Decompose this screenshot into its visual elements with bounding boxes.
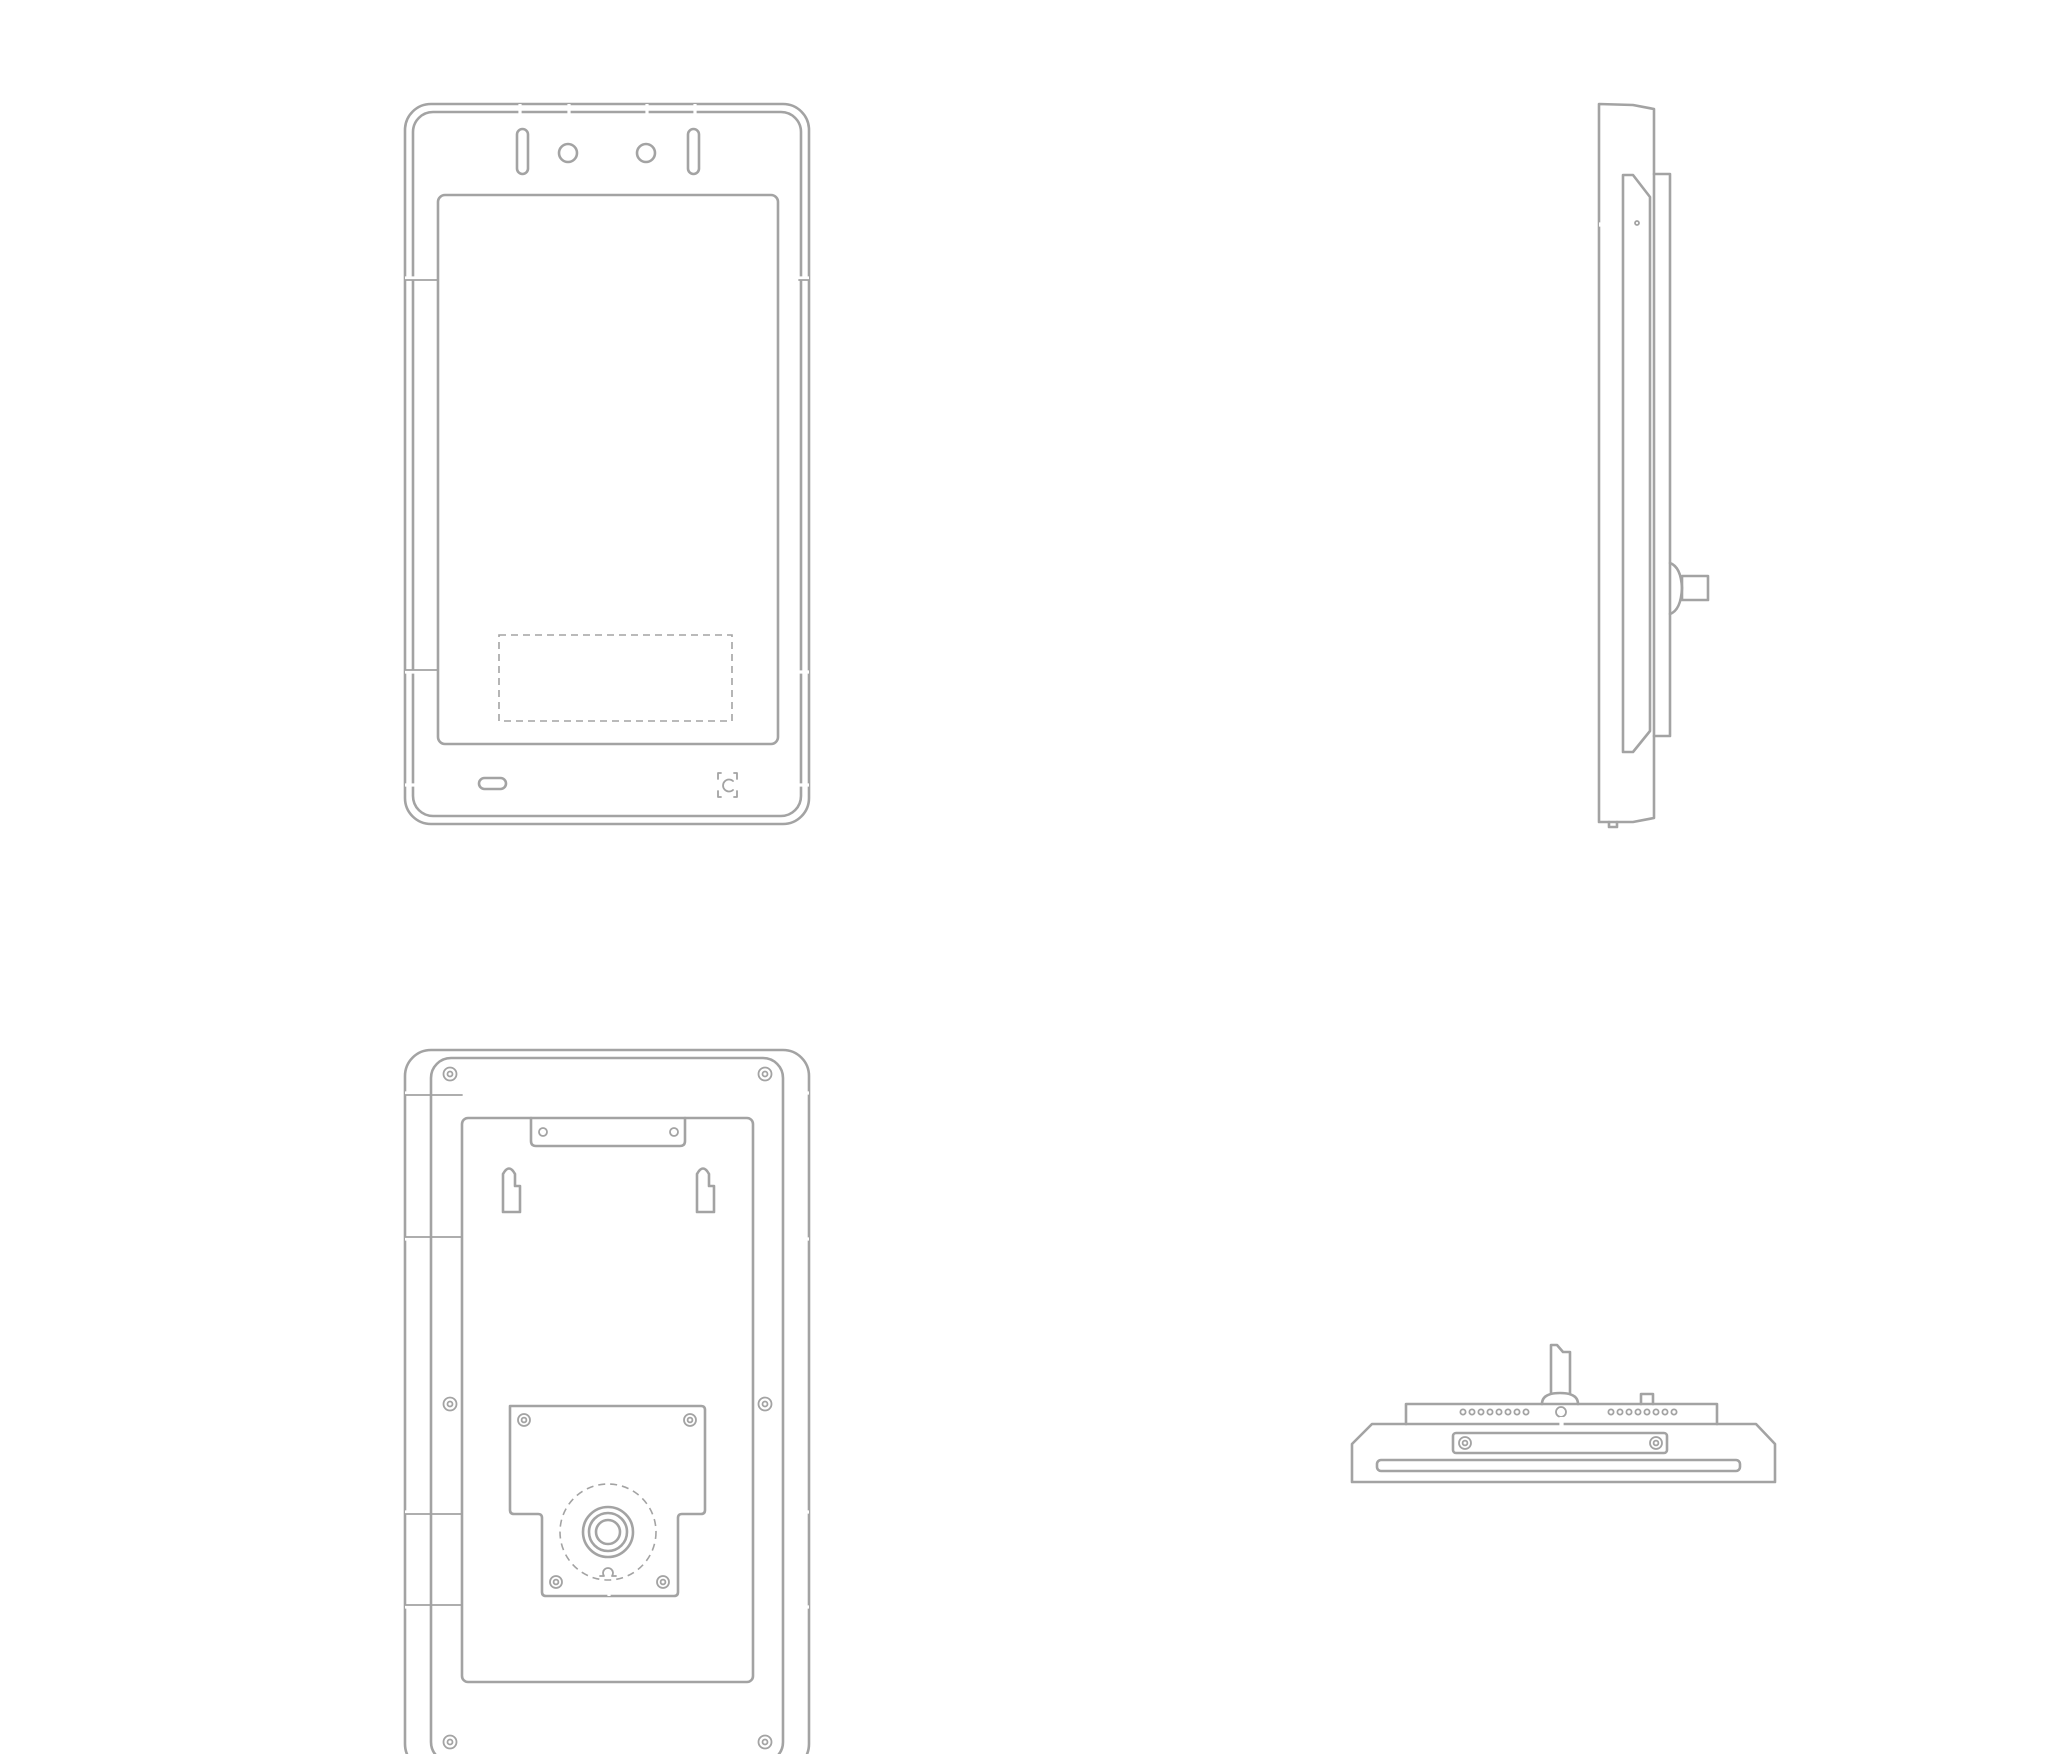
back-frame-screws (442, 1066, 773, 1750)
side-bottom-tab (1607, 820, 1619, 829)
front-left-slot-sensor (515, 127, 530, 176)
back-mount-boss-inner (594, 1518, 622, 1546)
side-mount-post (1680, 574, 1710, 602)
back-panel (460, 1116, 755, 1684)
bottom-port-tab (1639, 1392, 1655, 1406)
front-inner-frame (411, 110, 803, 818)
front-screen (436, 193, 780, 746)
side-screen-profile (1621, 173, 1652, 754)
front-view (403, 102, 811, 826)
back-view (403, 1048, 811, 1754)
front-right-slot-sensor (686, 127, 701, 176)
bottom-mount-bar (1451, 1431, 1669, 1455)
bottom-post (1549, 1343, 1572, 1395)
front-outer-frame (403, 102, 811, 826)
front-camera-left-icon (557, 142, 579, 164)
bottom-slot (1375, 1458, 1742, 1473)
side-body-outline (1597, 102, 1656, 824)
back-cable-notch-icon (599, 1567, 617, 1577)
side-mount-hinge (1668, 561, 1684, 616)
front-dashed-zone (498, 634, 733, 722)
bottom-vent-holes-left (1459, 1408, 1530, 1416)
front-reader-icon (717, 772, 738, 798)
bottom-center-hole (1555, 1406, 1567, 1418)
back-mount-boss-mid (587, 1511, 629, 1553)
back-mount-boss-outer (581, 1505, 635, 1559)
back-bracket-hole-right (669, 1127, 679, 1137)
back-keyhole-left (501, 1167, 522, 1214)
bottom-post-base (1540, 1391, 1580, 1406)
back-outer-frame (403, 1048, 811, 1754)
bottom-view (1350, 1343, 1777, 1484)
front-camera-right-icon (635, 142, 657, 164)
back-plate-screws (517, 1413, 697, 1589)
back-keyhole-right (695, 1167, 716, 1214)
bottom-base-outline (1350, 1422, 1777, 1484)
bottom-vent-holes-right (1607, 1408, 1678, 1416)
side-indicator-dot (1634, 220, 1640, 226)
side-view (1597, 102, 1710, 829)
back-mount-plate (508, 1404, 707, 1598)
back-bracket-hole-left (538, 1127, 548, 1137)
back-top-bracket (529, 1116, 687, 1148)
front-speaker-grille (477, 776, 508, 791)
back-mount-dashed-ring (559, 1483, 657, 1581)
back-inner-frame (429, 1056, 785, 1754)
side-back-bracket (1652, 172, 1672, 738)
